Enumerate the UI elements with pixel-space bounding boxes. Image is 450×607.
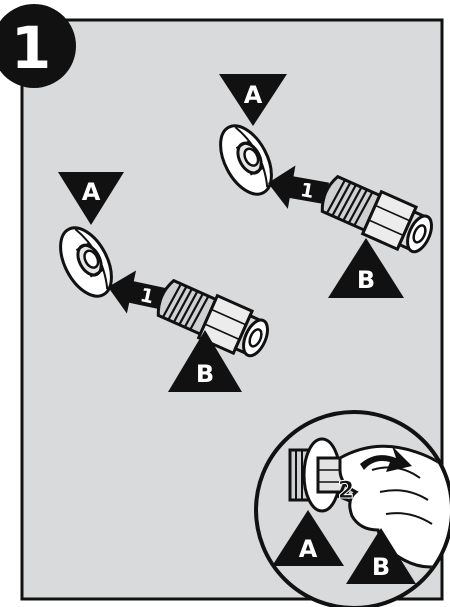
fitting-b-marker: B (328, 238, 404, 298)
inset-fitting-b-label: B (372, 553, 390, 581)
insert-arrow-1: 1 (268, 165, 329, 209)
flange-a-marker: A (219, 74, 287, 126)
fitting-b-marker: B (346, 528, 416, 584)
arrow-1-label: 1 (138, 284, 156, 308)
flange-a-label: A (82, 178, 101, 206)
insert-arrow-1: 1 (108, 270, 169, 314)
flange-a-marker: A (58, 172, 124, 225)
arrow-1-label: 1 (299, 179, 316, 203)
tighten-step-label: 2 (338, 476, 355, 504)
fitting-b-label: B (196, 360, 214, 388)
fitting-b-label: B (357, 266, 375, 294)
detail-inset: 2 A B (254, 410, 450, 607)
flange-a (59, 226, 113, 298)
rotation-arrow (360, 446, 412, 472)
fitting-b-marker: B (168, 330, 242, 392)
flange-a-marker: A (272, 510, 344, 566)
left-assembly: A 1 B (58, 172, 276, 392)
flange-a-label: A (244, 81, 263, 109)
flange-a (219, 124, 273, 196)
step-number-badge: 1 (0, 4, 76, 88)
step-number: 1 (11, 14, 51, 82)
right-assembly: A 1 B (219, 74, 440, 298)
inset-flange-a-label: A (299, 535, 318, 563)
